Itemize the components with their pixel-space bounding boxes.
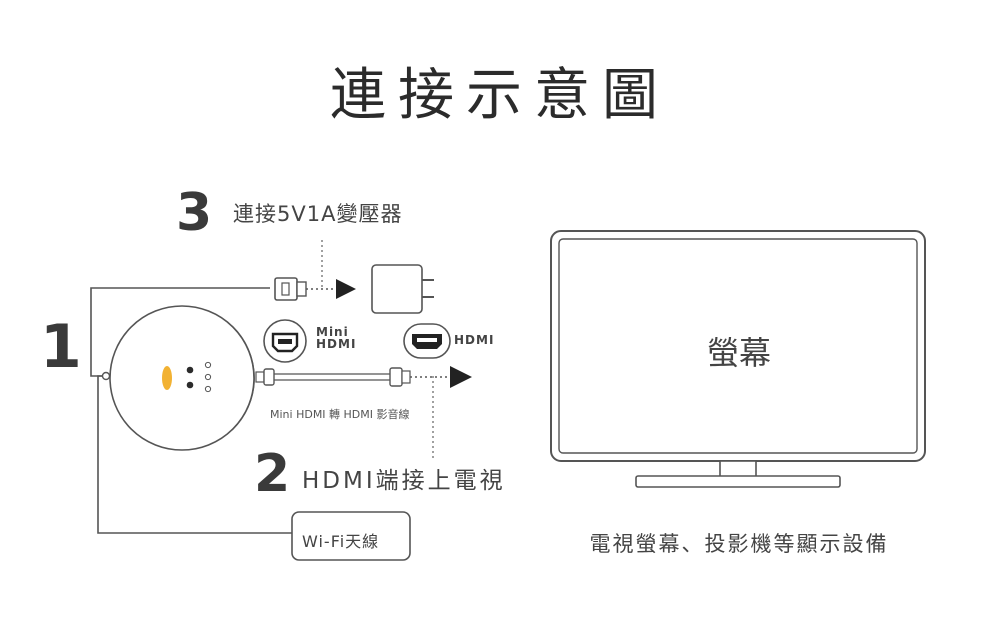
hdmi-label: HDMI (454, 333, 495, 347)
usb-power-plug-icon (274, 277, 307, 301)
step-3-number: 3 (176, 183, 213, 243)
cable-label: Mini HDMI 轉 HDMI 影音線 (270, 408, 410, 421)
wifi-antenna-box (291, 511, 411, 561)
hdmi-arrow-icon (450, 366, 472, 388)
mini-hdmi-label-line2: HDMI (316, 337, 357, 351)
page-title: 連接示意圖 (330, 63, 670, 128)
hdmi-cable (255, 367, 411, 387)
wifi-antenna-label: Wi-Fi天線 (302, 532, 380, 551)
tv-screen-label: 螢幕 (706, 334, 771, 372)
tv-caption: 電視螢幕、投影機等顯示設備 (589, 532, 889, 556)
step-2-number: 2 (254, 444, 291, 504)
step-3-label: 連接5V1A變壓器 (233, 202, 403, 226)
power-arrow-icon (336, 279, 356, 299)
mini-hdmi-label: Mini HDMI (316, 326, 356, 350)
hdmi-port-icon (403, 323, 451, 359)
wire-joint-icon (101, 371, 111, 381)
power-adapter-icon (371, 264, 434, 314)
step-2-label: HDMI端接上電視 (302, 468, 506, 494)
dongle-device (109, 305, 255, 451)
step-1-number: 1 (40, 312, 82, 382)
mini-hdmi-label-line1: Mini (316, 325, 349, 339)
led-indicator-icon (162, 366, 172, 390)
tv-icon (550, 230, 926, 488)
mini-hdmi-port-icon (263, 319, 307, 363)
